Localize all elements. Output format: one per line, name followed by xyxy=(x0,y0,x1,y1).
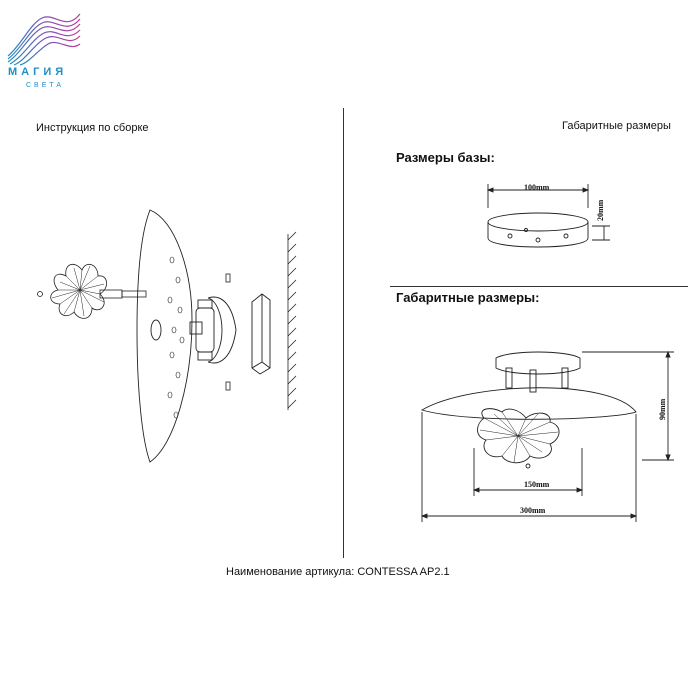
assembly-drawing xyxy=(37,209,297,463)
total-height-label: 90mm xyxy=(658,398,667,420)
brand-tagline: СВЕТА xyxy=(26,82,65,89)
base-height-label: 20mm xyxy=(596,199,605,221)
base-width-label: 100mm xyxy=(524,183,550,192)
overall-dimensions-heading: Габаритные размеры: xyxy=(396,290,540,305)
brand-name: МАГИЯ xyxy=(8,66,68,78)
shade-width-label: 150mm xyxy=(524,480,550,489)
overall-dimensions-title: Габаритные размеры xyxy=(562,120,671,132)
section-separator xyxy=(390,286,688,287)
mounting-bracket-icon xyxy=(251,293,271,375)
assembly-instructions-title: Инструкция по сборке xyxy=(36,122,149,134)
brand-logo: МАГИЯ СВЕТА xyxy=(4,4,84,96)
disc-width-label: 300mm xyxy=(520,506,546,515)
overall-dimension-drawing xyxy=(420,350,674,522)
wave-logo-icon xyxy=(7,13,81,66)
screw-icon xyxy=(225,273,231,391)
article-name: Наименование артикула: CONTESSA AP2.1 xyxy=(226,566,450,578)
leaf-shade-icon xyxy=(37,263,107,319)
panel-divider xyxy=(343,108,344,558)
base-dimension-drawing xyxy=(486,184,610,248)
wall-hatch-icon xyxy=(287,231,297,410)
base-dimensions-heading: Размеры базы: xyxy=(396,150,495,165)
